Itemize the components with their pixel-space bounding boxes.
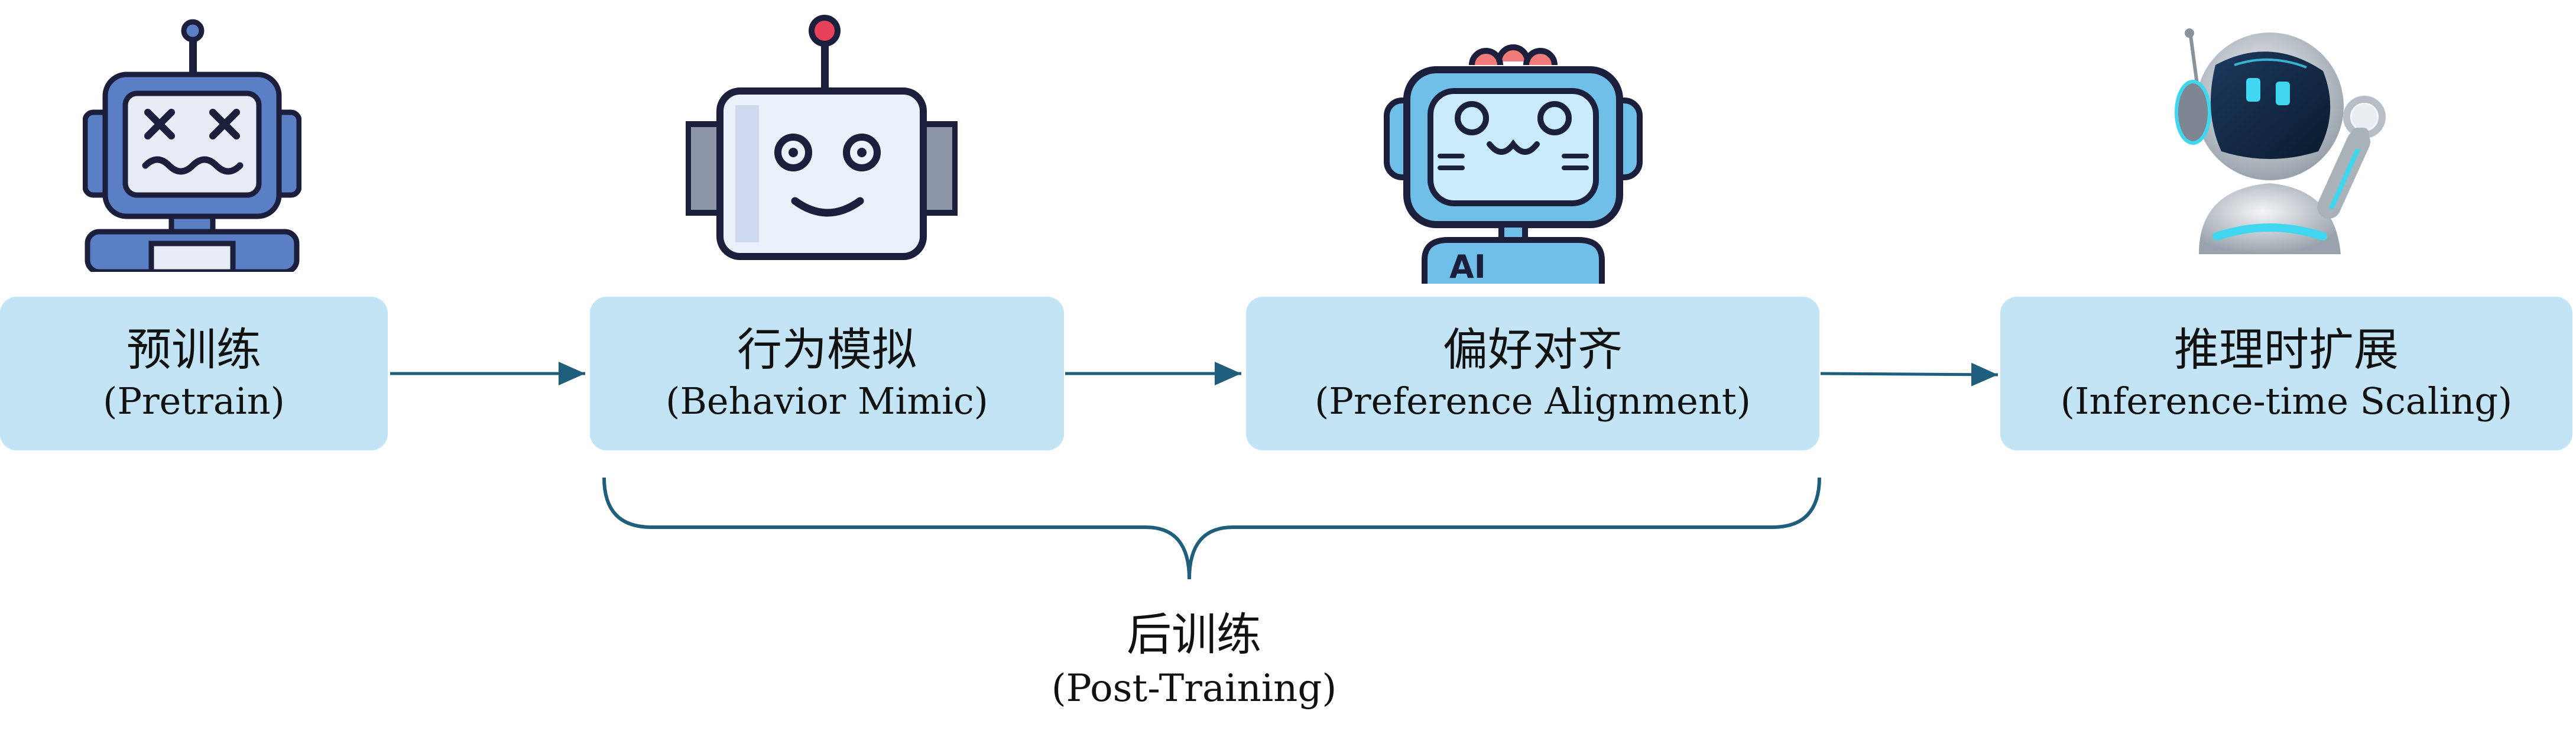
- sad-robot-icon: [83, 19, 301, 272]
- stage-title-en: (Preference Alignment): [1315, 379, 1751, 423]
- ai-robot-icon: AI: [1384, 44, 1643, 284]
- svg-text:AI: AI: [1449, 248, 1486, 284]
- stage-title-zh: 推理时扩展: [2174, 323, 2399, 376]
- robot-with-magnifier-icon: [2175, 28, 2386, 254]
- stage-box-preference-alignment: 偏好对齐 (Preference Alignment): [1246, 297, 1819, 450]
- arrow-preference-alignment-to-inference-scaling: [1820, 362, 1998, 387]
- stage-box-inference-time-scaling: 推理时扩展 (Inference-time Scaling): [2000, 297, 2572, 450]
- stage-title-en: (Pretrain): [103, 379, 285, 423]
- stage-title-en: (Inference-time Scaling): [2060, 379, 2513, 423]
- post-training-title-en: (Post-Training): [1051, 667, 1337, 711]
- stage-box-pretrain: 预训练 (Pretrain): [0, 297, 388, 450]
- stage-box-behavior-mimic: 行为模拟 (Behavior Mimic): [590, 297, 1064, 450]
- stage-title-zh: 预训练: [126, 323, 261, 376]
- smiling-robot-icon: [686, 15, 958, 260]
- post-training-title-zh: 后训练: [1127, 608, 1261, 661]
- post-training-brace: [602, 477, 1821, 580]
- stage-title-en: (Behavior Mimic): [666, 379, 988, 423]
- stage-title-zh: 行为模拟: [737, 323, 917, 376]
- stage-title-zh: 偏好对齐: [1443, 323, 1623, 376]
- post-training-label: 后训练 (Post-Training): [969, 609, 1419, 712]
